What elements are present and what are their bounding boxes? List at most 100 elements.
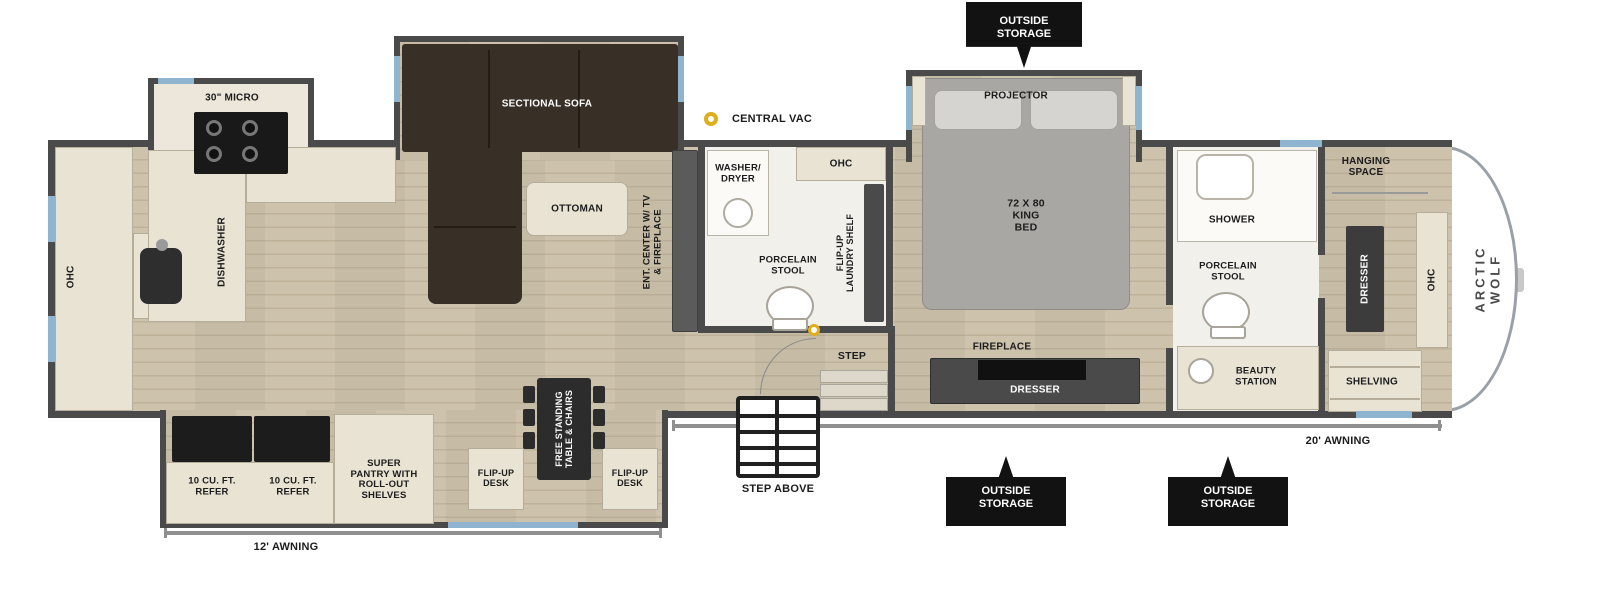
micro-label: 30" MICRO <box>205 92 259 104</box>
window-bed-right <box>1136 86 1142 130</box>
sectional-sofa <box>402 44 678 152</box>
step-above-label: STEP ABOVE <box>741 482 815 495</box>
laundry-shelf-label: FLIP-UP LAUNDRY SHELF <box>834 213 855 293</box>
desk-right-label: FLIP-UP DESK <box>611 467 649 488</box>
chair-right-1 <box>593 386 605 403</box>
mid-bath-wall-left <box>698 147 705 333</box>
chaise-seam <box>434 226 516 228</box>
front-bath-wall-right-bottom <box>1318 298 1325 418</box>
flip-up-desk-right <box>602 448 658 510</box>
dinette-table-label: FREE STANDING TABLE & CHAIRS <box>553 389 574 469</box>
chair-left-1 <box>523 386 535 403</box>
chair-left-2 <box>523 409 535 426</box>
rear-counter-left <box>55 147 133 411</box>
central-vac-label: CENTRAL VAC <box>731 112 813 125</box>
rear-ohc-label: OHC <box>65 265 77 289</box>
refer-left <box>172 416 252 462</box>
window-top-front <box>1280 140 1322 147</box>
awning-20-tick-left <box>672 420 675 431</box>
awning-12-line <box>164 531 662 535</box>
step-tread-2 <box>820 384 888 397</box>
front-toilet-bowl <box>1202 292 1250 332</box>
entertainment-center <box>672 150 698 332</box>
vac-floor-inlet <box>808 324 820 336</box>
closet-dresser-label: DRESSER <box>1359 254 1371 304</box>
window-rear-bottom <box>48 316 55 362</box>
sofa-seam-1 <box>488 50 490 148</box>
closet-rod <box>1332 192 1428 194</box>
central-vac-icon <box>704 112 718 126</box>
bedroom-dresser-label: DRESSER <box>1010 384 1060 396</box>
mid-toilet-tank <box>772 318 808 331</box>
super-pantry-label: SUPER PANTRY WITH ROLL-OUT SHELVES <box>350 457 418 501</box>
window-micro-slide <box>158 78 194 84</box>
refer-cabinet-base <box>166 462 334 524</box>
burner-4 <box>242 146 258 162</box>
flip-up-desk-left <box>468 448 524 510</box>
sofa-seam-2 <box>578 50 580 148</box>
ottoman <box>526 182 628 236</box>
projector-label: PROJECTOR <box>984 90 1048 102</box>
outside-storage-bottom-left: OUTSIDE STORAGE <box>946 456 1066 526</box>
front-bath-wall-right-top <box>1318 147 1325 255</box>
outside-storage-bottom-right: OUTSIDE STORAGE <box>1168 456 1288 526</box>
dishwasher-label: DISHWASHER <box>216 217 228 287</box>
step-tread-3 <box>820 398 888 411</box>
burner-3 <box>206 146 222 162</box>
shelving-label: SHELVING <box>1346 376 1398 388</box>
super-pantry <box>334 414 434 524</box>
shelving-unit <box>1328 350 1422 412</box>
awning-12-label: 12' AWNING <box>253 540 319 553</box>
front-toilet-tank <box>1210 326 1246 339</box>
window-sofa-right <box>678 56 684 102</box>
awning-20-tick-right <box>1438 420 1441 431</box>
desk-left-label: FLIP-UP DESK <box>477 467 515 488</box>
front-ohc-label: OHC <box>1426 268 1438 292</box>
front-stool-label: PORCELAIN STOOL <box>1199 260 1257 282</box>
front-bath-wall-left-top <box>1166 147 1173 305</box>
kitchen-sink <box>140 248 182 304</box>
beauty-station-label: BEAUTY STATION <box>1235 365 1277 387</box>
pillow-left <box>934 90 1022 130</box>
burner-1 <box>206 120 222 136</box>
refer-left-label: 10 CU. FT. REFER <box>188 475 236 497</box>
washer-drum <box>723 198 753 228</box>
burner-2 <box>242 120 258 136</box>
window-dinette <box>448 522 578 528</box>
nightstand-left <box>912 76 926 126</box>
dinette-table <box>537 378 591 480</box>
mid-stool-label: PORCELAIN STOOL <box>759 254 817 276</box>
shelf-line-1 <box>1330 366 1420 368</box>
beauty-sink <box>1188 358 1214 384</box>
fireplace-label: FIREPLACE <box>972 341 1032 353</box>
front-bath-wall-left-bottom <box>1166 348 1173 418</box>
bed-label: 72 X 80 KING BED <box>1007 197 1045 233</box>
pillow-right <box>1030 90 1118 130</box>
awning-12-tick-left <box>164 528 167 538</box>
step-label: STEP <box>837 350 867 363</box>
outside-storage-top: OUTSIDE STORAGE <box>966 2 1082 68</box>
window-bed-left <box>906 86 912 130</box>
sofa-chaise <box>428 152 522 304</box>
chair-right-3 <box>593 432 605 449</box>
shower-label: SHOWER <box>1208 214 1256 226</box>
mid-bath-ohc-label: OHC <box>829 158 853 170</box>
washer-dryer-label: WASHER/ DRYER <box>715 162 761 184</box>
laundry-shelf <box>864 184 884 322</box>
mid-bath-wall-right <box>886 147 893 333</box>
fireplace-insert <box>978 360 1086 380</box>
shelf-line-2 <box>1330 398 1420 400</box>
chair-right-2 <box>593 409 605 426</box>
window-bottom-front <box>1356 411 1412 418</box>
closet-dresser <box>1346 226 1384 332</box>
ent-center-label: ENT. CENTER W/ TV & FIREPLACE <box>641 194 663 290</box>
faucet <box>156 239 168 251</box>
awning-12-tick-right <box>659 528 662 538</box>
ottoman-label: OTTOMAN <box>551 203 603 215</box>
brand-label: ARCTIC WOLF <box>1472 245 1502 313</box>
front-ohc <box>1416 212 1448 348</box>
hanging-space-label: HANGING SPACE <box>1341 155 1391 178</box>
refer-right <box>254 416 330 462</box>
shower-pan <box>1196 154 1254 200</box>
